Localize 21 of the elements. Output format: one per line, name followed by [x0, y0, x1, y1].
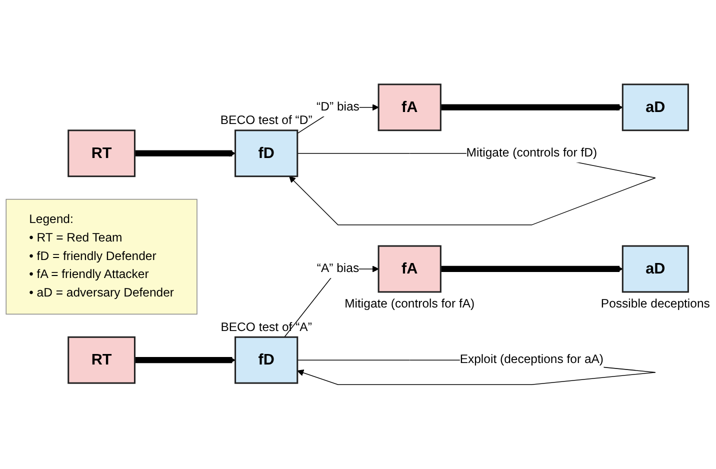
node-caption: Possible deceptions [600, 296, 710, 310]
node-box: fA [378, 245, 442, 293]
node-box: aD [622, 84, 689, 132]
arrow [440, 104, 623, 111]
edge-label: “D” bias [316, 100, 360, 114]
node-caption: BECO test of “D” [220, 113, 312, 128]
edge-label: “A” bias [316, 262, 360, 276]
node-box: aD [622, 245, 689, 293]
node-box: Legend: • RT = Red Team • fD = friendly Defender • fA = friendly Attacker • aD = adversary Defender [6, 198, 198, 315]
arrow [134, 150, 236, 157]
node-box: fA [378, 84, 442, 132]
node-box: fD [234, 336, 298, 384]
node-caption: BECO test of “A” [220, 320, 312, 334]
node-box: RT [68, 130, 136, 178]
node-box: RT [68, 336, 136, 384]
edge-label: Mitigate (controls for fD) [466, 146, 598, 160]
edge-label: Exploit (deceptions for aA) [460, 353, 604, 366]
node-box: fD [234, 130, 298, 178]
node-caption: Mitigate (controls for fA) [344, 296, 475, 310]
arrow [134, 356, 236, 364]
arrow [440, 266, 623, 272]
